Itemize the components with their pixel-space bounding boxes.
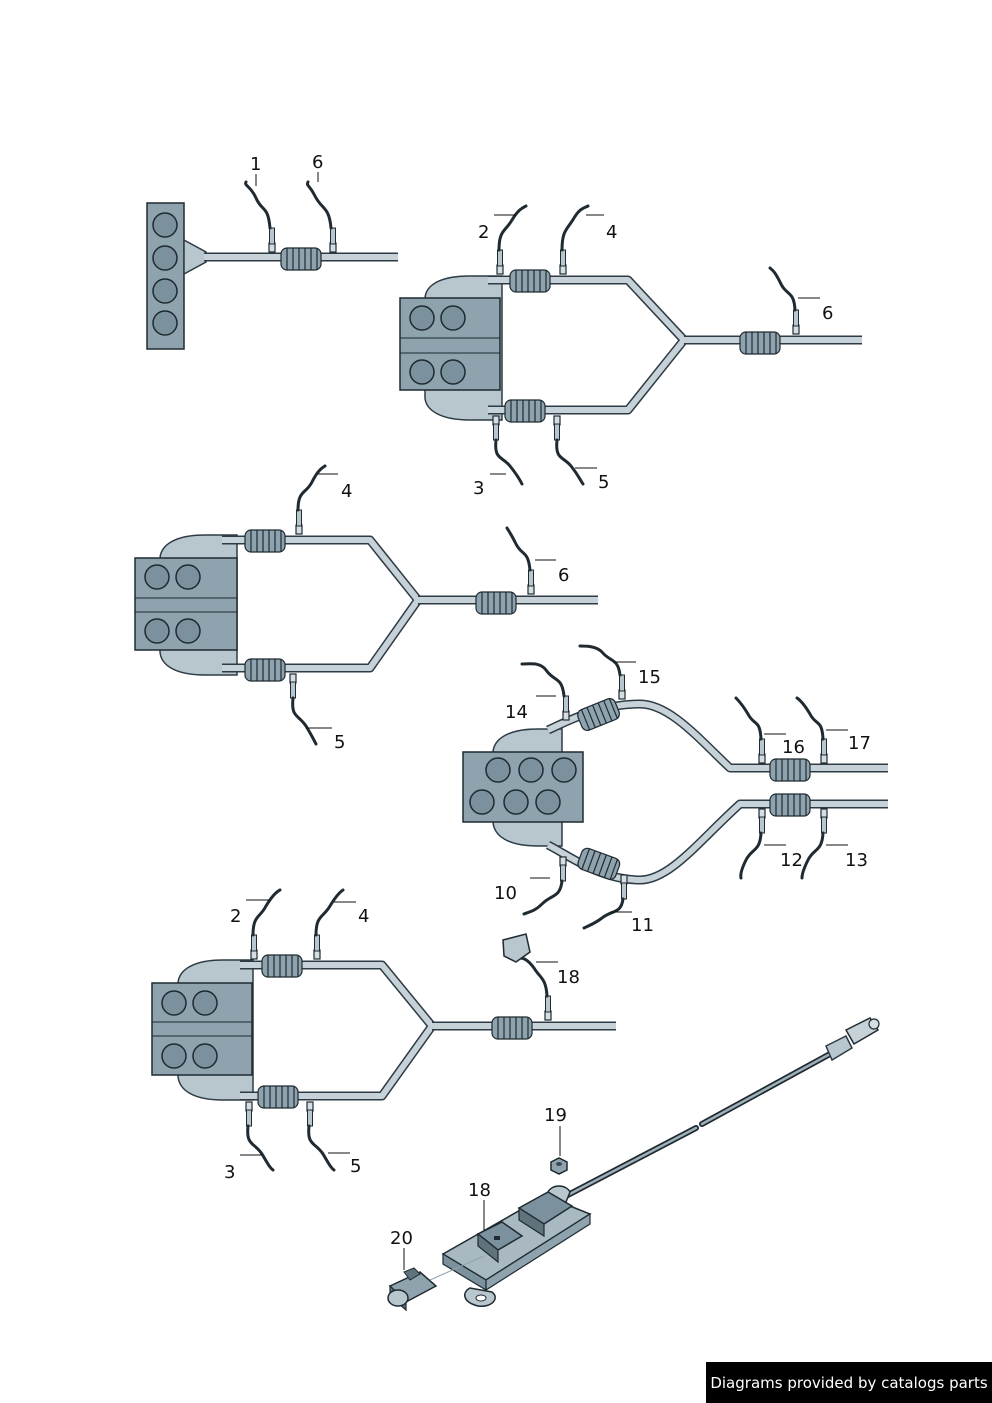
callout-5[interactable]: 5 (334, 732, 345, 753)
leader-lines (240, 172, 848, 1270)
callout-2[interactable]: 2 (230, 906, 241, 927)
callout-3[interactable]: 3 (224, 1162, 235, 1183)
callout-6[interactable]: 6 (312, 152, 323, 173)
callout-12[interactable]: 12 (780, 850, 803, 871)
callout-19[interactable]: 19 (544, 1105, 567, 1126)
callout-14[interactable]: 14 (505, 702, 528, 723)
callout-6[interactable]: 6 (558, 565, 569, 586)
credit-banner: Diagrams provided by catalogs parts (706, 1362, 992, 1403)
callout-17[interactable]: 17 (848, 733, 871, 754)
callout-10[interactable]: 10 (494, 883, 517, 904)
callout-18[interactable]: 18 (468, 1180, 491, 1201)
callout-16[interactable]: 16 (782, 737, 805, 758)
callout-3[interactable]: 3 (473, 478, 484, 499)
callout-20[interactable]: 20 (390, 1228, 413, 1249)
callout-5[interactable]: 5 (350, 1156, 361, 1177)
callout-15[interactable]: 15 (638, 667, 661, 688)
callout-4[interactable]: 4 (606, 222, 617, 243)
inline-engine-exhaust (146, 180, 398, 350)
callout-4[interactable]: 4 (358, 906, 369, 927)
callout-13[interactable]: 13 (845, 850, 868, 871)
callout-5[interactable]: 5 (598, 472, 609, 493)
callout-18[interactable]: 18 (557, 967, 580, 988)
v-engine-twin-exhaust (462, 644, 888, 930)
callout-labels: 1 6 2 4 6 3 5 4 6 5 14 15 16 17 12 13 10… (224, 152, 871, 1249)
v-engine-exhaust-lower-left (151, 888, 616, 1172)
callout-6[interactable]: 6 (822, 303, 833, 324)
nox-sensor-module (387, 1017, 880, 1312)
v-engine-exhaust-upper-right (399, 204, 862, 486)
callout-4[interactable]: 4 (341, 481, 352, 502)
callout-2[interactable]: 2 (478, 222, 489, 243)
callout-1[interactable]: 1 (250, 154, 261, 175)
credit-text: Diagrams provided by catalogs parts (710, 1373, 988, 1392)
v-engine-exhaust-middle-left (134, 464, 598, 746)
callout-11[interactable]: 11 (631, 915, 654, 936)
